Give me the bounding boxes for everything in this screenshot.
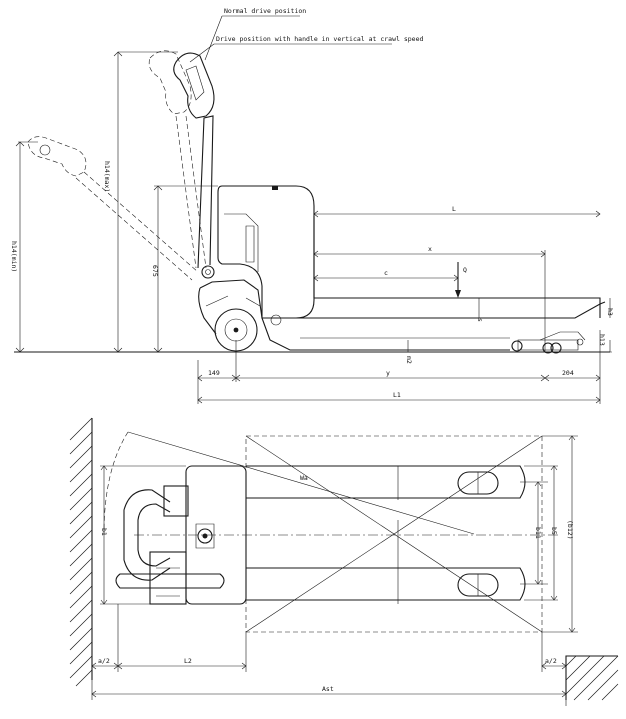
dim-675: 675	[151, 265, 159, 277]
dim-b1: b1	[100, 528, 108, 536]
horizontal-dimensions-side: L x c Q 149 y 204 L1	[197, 205, 601, 404]
dim-204: 204	[562, 369, 574, 377]
dim-149: 149	[208, 369, 220, 377]
load-Q: Q	[463, 266, 467, 274]
normal-drive-callout: Normal drive position	[224, 7, 306, 15]
dim-L: L	[452, 205, 456, 213]
pallet-diagonals	[245, 435, 543, 633]
dim-b11: b11	[534, 527, 542, 539]
dim-h14-min: h14(min)	[10, 241, 18, 272]
left-wall	[69, 417, 93, 687]
dim-Wa: Wa	[300, 474, 308, 482]
crawl-speed-callout: Drive position with handle in vertical a…	[216, 35, 423, 43]
horizontal-dimensions-top: a/2 L2 a/2 Ast	[91, 604, 567, 706]
top-view: b1 b11 b5 (b12) Wa a/2 L2 a/2	[69, 417, 619, 706]
crawl-speed-leader	[189, 43, 392, 63]
drive-unit-body	[217, 185, 315, 326]
dim-b5: b5	[550, 527, 558, 535]
dim-y: y	[386, 369, 390, 377]
dim-a2-right: a/2	[545, 657, 557, 665]
dim-s: s	[476, 318, 484, 322]
drive-wheel	[198, 265, 263, 352]
dim-Ast: Ast	[322, 685, 334, 693]
vertical-dimensions: h14(max) h14(min) 675 s h3 h13 m2	[10, 51, 614, 364]
dim-h13: h13	[598, 334, 606, 346]
dim-m2: m2	[405, 356, 413, 364]
tiller-vertical	[148, 50, 215, 269]
dim-x: x	[428, 245, 432, 253]
dim-b12: (b12)	[566, 520, 574, 540]
tiller-inclined	[27, 136, 199, 281]
pallet-outline	[245, 435, 543, 633]
vertical-dimensions-top: b1 b11 b5 (b12) Wa	[100, 435, 578, 633]
right-wall	[565, 655, 619, 701]
turning-radius-line	[127, 431, 475, 535]
forks-side	[261, 216, 606, 354]
dim-a2-left: a/2	[98, 657, 110, 665]
dim-L1: L1	[393, 391, 401, 399]
dim-h3: h3	[606, 308, 614, 316]
forks-top	[246, 465, 526, 601]
side-view: Normal drive position Drive position wit…	[10, 7, 614, 404]
dim-h14-max: h14(max)	[103, 161, 111, 192]
dim-L2: L2	[184, 657, 192, 665]
normal-drive-leader	[204, 15, 300, 61]
tiller-top	[115, 485, 225, 605]
dim-c: c	[384, 269, 388, 277]
turning-arc	[103, 431, 129, 535]
